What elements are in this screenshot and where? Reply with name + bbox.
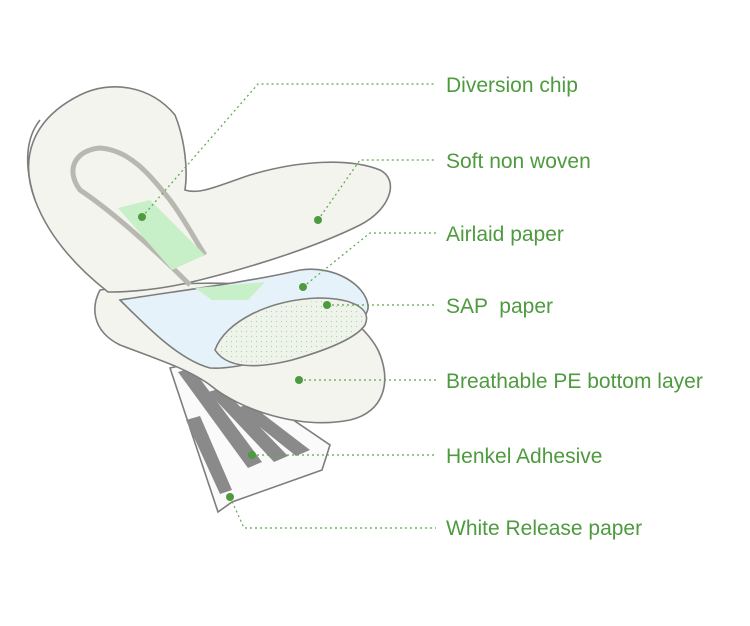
leader-dot — [314, 216, 322, 224]
label-soft-non-woven: Soft non woven — [446, 150, 591, 173]
label-white-release-paper: White Release paper — [446, 517, 642, 540]
leader-dot — [226, 493, 234, 501]
layer-labels: Diversion chip Soft non woven Airlaid pa… — [446, 74, 703, 540]
leader-diversion-chip — [141, 83, 436, 218]
pad-top-body — [27, 86, 392, 293]
pad-back-edge — [26, 119, 41, 201]
leader-airlaid-paper — [302, 232, 436, 288]
leader-dot — [138, 213, 146, 221]
label-pe-bottom-layer: Breathable PE bottom layer — [446, 370, 703, 393]
leader-lines — [138, 83, 436, 529]
sap-texture — [218, 301, 364, 363]
label-diversion-chip: Diversion chip — [446, 74, 578, 97]
leader-dot — [248, 451, 256, 459]
adhesive-band — [236, 404, 310, 456]
release-paper-strip — [168, 359, 331, 514]
pad-illustration — [26, 86, 392, 514]
leader-dot — [299, 283, 307, 291]
label-airlaid-paper: Airlaid paper — [446, 223, 564, 246]
label-sap-paper: SAP paper — [446, 295, 553, 318]
leader-dot — [295, 376, 303, 384]
leader-dot — [323, 301, 331, 309]
pad-channel-outline — [70, 145, 208, 287]
adhesive-band — [178, 368, 262, 468]
adhesive-band — [186, 416, 232, 494]
diversion-chip-lower — [195, 282, 265, 300]
leader-release-paper — [229, 496, 436, 529]
adhesive-band — [208, 388, 288, 462]
label-henkel-adhesive: Henkel Adhesive — [446, 445, 602, 468]
